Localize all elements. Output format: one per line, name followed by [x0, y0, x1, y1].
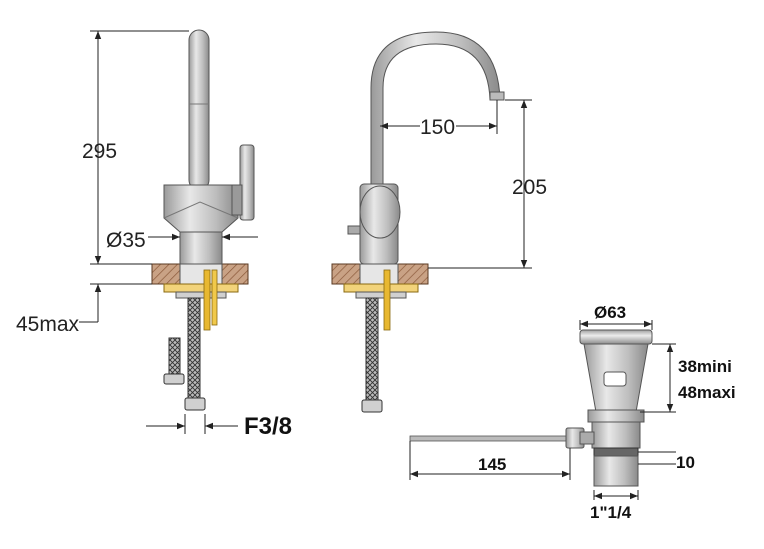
deck-max-label: 45max	[16, 313, 80, 336]
side-hose	[365, 297, 379, 403]
connection-label: F3/8	[244, 413, 292, 440]
waste-diameter-label: Ø63	[594, 303, 626, 322]
height-total-label: 295	[82, 140, 117, 163]
side-brass-rod	[383, 269, 391, 331]
waste-flange	[579, 329, 653, 345]
thread-label: 1"1/4	[590, 503, 632, 522]
brass-rod	[203, 269, 211, 331]
side-view	[331, 31, 505, 413]
spout-pipe	[188, 29, 210, 191]
rod-length-label: 145	[478, 455, 506, 474]
pull-rod	[409, 435, 571, 442]
lever-handle	[239, 144, 255, 221]
waste-max-label: 48maxi	[678, 383, 736, 402]
body-diameter-label: Ø35	[106, 229, 146, 252]
spout-height-label: 205	[512, 176, 547, 199]
waste-dimensions	[409, 320, 676, 500]
waste-min-label: 38mini	[678, 357, 732, 376]
spout-reach-label: 150	[420, 116, 455, 139]
faucet-body	[163, 184, 239, 233]
flexible-hose	[187, 297, 201, 399]
base-column	[179, 231, 223, 265]
pop-up-waste	[409, 329, 653, 487]
side-dimensions	[380, 99, 532, 269]
arched-spout	[370, 31, 501, 185]
front-dimensions	[79, 30, 258, 434]
side-lever	[359, 185, 401, 239]
flexible-hose-2	[168, 337, 181, 379]
waste-lip-label: 10	[676, 453, 695, 472]
front-view	[151, 29, 255, 411]
